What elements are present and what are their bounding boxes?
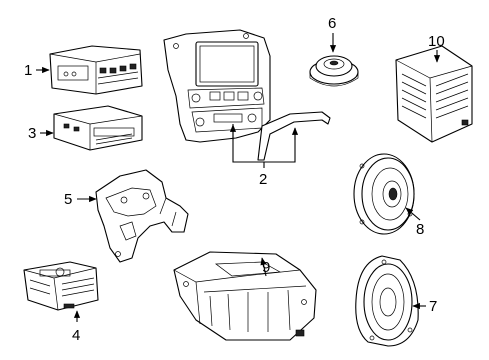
svg-text:3: 3 <box>28 125 36 142</box>
svg-text:8: 8 <box>416 221 424 238</box>
callout-9: 9 <box>260 257 270 277</box>
radio-receiver-module-icon <box>49 45 143 95</box>
callout-3: 3 <box>28 125 54 142</box>
callout-5: 5 <box>64 191 97 208</box>
amplifier-icon <box>395 45 473 143</box>
communication-interface-module-icon <box>23 261 99 311</box>
svg-text:4: 4 <box>72 327 80 344</box>
callout-1: 1 <box>24 62 50 79</box>
control-module-icon <box>53 105 143 151</box>
svg-text:6: 6 <box>328 15 336 32</box>
callout-8: 8 <box>405 207 424 238</box>
callout-7: 7 <box>412 298 437 315</box>
callout-4: 4 <box>72 310 80 344</box>
rear-door-speaker-icon <box>355 255 419 347</box>
callout-10: 10 <box>428 33 445 63</box>
svg-text:1: 1 <box>24 62 32 79</box>
svg-text:10: 10 <box>428 33 445 50</box>
svg-text:7: 7 <box>429 298 437 315</box>
bezel-trim-strip-icon <box>257 111 331 161</box>
mounting-bracket-icon <box>95 169 189 263</box>
svg-text:2: 2 <box>259 171 267 188</box>
svg-text:9: 9 <box>262 259 270 276</box>
subwoofer-enclosure-icon <box>173 251 317 341</box>
svg-text:5: 5 <box>64 191 72 208</box>
instrument-panel-bezel-icon <box>163 29 271 143</box>
tweeter-speaker-icon <box>309 55 359 87</box>
callout-6: 6 <box>328 15 336 53</box>
callout-2: 2 <box>229 124 299 188</box>
front-door-speaker-icon <box>353 153 415 235</box>
